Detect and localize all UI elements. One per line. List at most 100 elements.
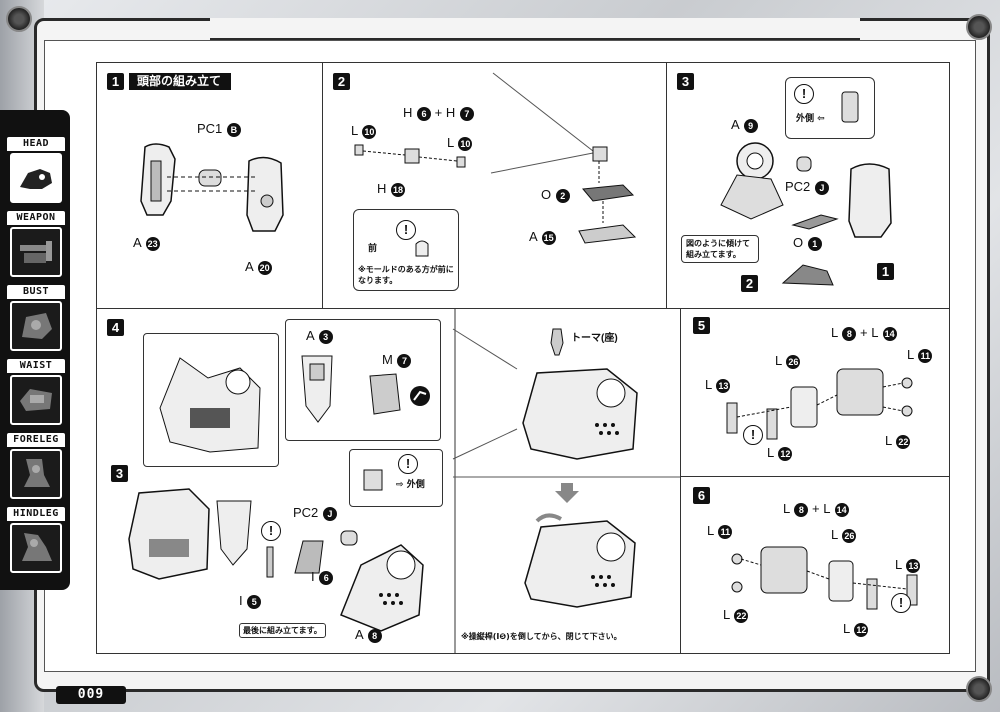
tilt-note-box: 図のように傾けて 組み立てます。: [681, 235, 759, 263]
step-number: 2: [333, 73, 350, 90]
part-label-o1: O 1: [793, 235, 822, 251]
head-half-right-part: [246, 156, 284, 232]
step-number: 3: [677, 73, 694, 90]
sub-panel-divider: [454, 309, 456, 653]
part-label-l11: L 11: [907, 347, 933, 363]
close-instruction-note: ※操縦桿(I❺)を倒してから、閉じて下さい。: [461, 632, 622, 641]
caution-icon: !: [261, 521, 281, 541]
part-label-a9: A 9: [731, 117, 758, 133]
cockpit-shell-part: [159, 357, 261, 453]
hindleg-icon: [10, 523, 62, 573]
sidebar-tab-head[interactable]: HEAD: [4, 136, 66, 206]
foreleg-icon: [10, 449, 62, 499]
step-number: 6: [693, 487, 710, 504]
sidebar-tab-waist[interactable]: WAIST: [4, 358, 66, 428]
head-open-assembly: [522, 368, 638, 460]
part-label-m7: M 7: [382, 352, 412, 368]
mold-note: ※モールドのある方が前に なります。: [358, 265, 454, 285]
step-4-panel: 4 A 3 M 7 3 ! I 5 I 6 PC2 J ! ⇨ 外側 A 8 最…: [96, 308, 682, 654]
sidebar-tab-hindleg[interactable]: HINDLEG: [4, 506, 66, 576]
polycap-part: [340, 530, 358, 546]
weapon-icon: [10, 227, 62, 277]
seal-icon: [410, 386, 430, 406]
outer-side-label: ⇨ 外側: [396, 480, 425, 490]
part-label-a20: A 20: [245, 259, 272, 275]
part-label-o2: O 2: [541, 187, 570, 203]
polycap-part: [363, 469, 383, 491]
step-arrow-stem: [561, 483, 573, 491]
section-sidebar: HEAD WEAPON BUST WAIST FORELEG HINDLEG: [0, 110, 70, 590]
corner-emblem-icon: [966, 14, 992, 40]
part-label-l12: L 12: [767, 445, 793, 461]
canopy-detail-callout: A 3 M 7: [285, 319, 441, 441]
outer-side-callout: ! 外側 ⇦: [785, 77, 875, 139]
head-half-part: [848, 163, 892, 238]
step-number: 5: [693, 317, 710, 334]
part-label-l10-left: L 10: [351, 123, 377, 139]
polycap-part: [841, 91, 859, 123]
step-title: 頭部の組み立て: [129, 73, 232, 90]
sidebar-tab-label: FORELEG: [6, 432, 66, 448]
control-stick-part: [266, 546, 274, 578]
step-3-panel: 3 ! 外側 ⇦ A 9 PC2 J O 1 図のように傾けて 組み立てます。 …: [666, 62, 950, 310]
sidebar-tab-foreleg[interactable]: FORELEG: [4, 432, 66, 502]
sidebar-tab-label: HEAD: [6, 136, 66, 152]
caution-icon: !: [794, 84, 814, 104]
head-half-left-part: [140, 143, 176, 216]
sidebar-tab-label: WAIST: [6, 358, 66, 374]
step-ref-1: 1: [877, 263, 894, 280]
outer-side-callout: ! ⇨ 外側: [349, 449, 443, 507]
callout-lines: [490, 72, 594, 174]
canopy-frame-part: [301, 355, 333, 423]
callout-lines: [452, 328, 681, 478]
caution-icon: !: [398, 454, 418, 474]
front-orientation-callout: ! 前 ※モールドのある方が前に なります。: [353, 209, 459, 291]
part-label-l8-l14: L 8 + L 14: [831, 325, 897, 341]
part-label-l22: L 22: [723, 607, 749, 623]
seat-frame-part: [294, 540, 324, 574]
caution-icon: !: [891, 593, 911, 613]
part-label-l13: L 13: [705, 377, 731, 393]
lower-jaw-assembly: [578, 146, 637, 244]
sidebar-tab-bust[interactable]: BUST: [4, 284, 66, 354]
head-assembly-part: [720, 142, 784, 220]
head-body-assembly: [128, 488, 210, 580]
part-label-l13: L 13: [895, 557, 921, 573]
assembly-guide-lines: [167, 176, 257, 192]
step-2-panel: 2 H 6 + H 7 L 10 L 10 H 18 ! 前 ※モールドのある方…: [322, 62, 668, 310]
part-label-l10-right: L 10: [447, 135, 473, 151]
sidebar-tab-label: WEAPON: [6, 210, 66, 226]
part-label-a8: A 8: [355, 627, 382, 643]
front-indicator-part: [415, 240, 429, 257]
canopy-part: [216, 500, 252, 566]
polycap-part: [796, 156, 812, 172]
part-label-l26: L 26: [775, 353, 801, 369]
part-label-pc2: PC2 J: [785, 179, 829, 195]
caution-icon: !: [396, 220, 416, 240]
sidebar-tab-weapon[interactable]: WEAPON: [4, 210, 66, 280]
step-number: 4: [107, 319, 124, 336]
pilot-seat-label: トーマ(座): [571, 333, 618, 344]
part-label-i6: I 6: [311, 569, 334, 585]
part-label-h6-h7: H 6 + H 7: [403, 105, 474, 121]
last-assembly-note: 最後に組み立てます。: [239, 623, 326, 638]
head-shell-part: [340, 544, 424, 632]
step-arrow-icon: [555, 491, 579, 503]
step-5-panel: 5 L 8 + L 14 L 26 L 11 L 13 ! L 12 L 22: [680, 308, 950, 478]
eye-part-assembly: [354, 144, 466, 168]
part-label-a23: A 23: [133, 235, 160, 251]
lower-jaw-part: [781, 264, 834, 286]
corner-emblem-icon: [6, 6, 32, 32]
step-6-panel: 6 L 8 + L 14 L 11 L 26 L 13 ! L 22 L 12: [680, 476, 950, 654]
polycap-part: [198, 169, 222, 187]
part-label-pc2: PC2 J: [293, 505, 337, 521]
top-frame-notch: [210, 18, 860, 40]
part-label-l22: L 22: [885, 433, 911, 449]
part-label-h18: H 18: [377, 181, 406, 197]
part-label-l11: L 11: [707, 523, 733, 539]
outer-side-label: 外側 ⇦: [796, 114, 825, 124]
jaw-plate-part: [791, 214, 839, 230]
head-closed-assembly: [524, 513, 636, 608]
sidebar-tab-label: HINDLEG: [6, 506, 66, 522]
part-label-a3: A 3: [306, 328, 333, 344]
